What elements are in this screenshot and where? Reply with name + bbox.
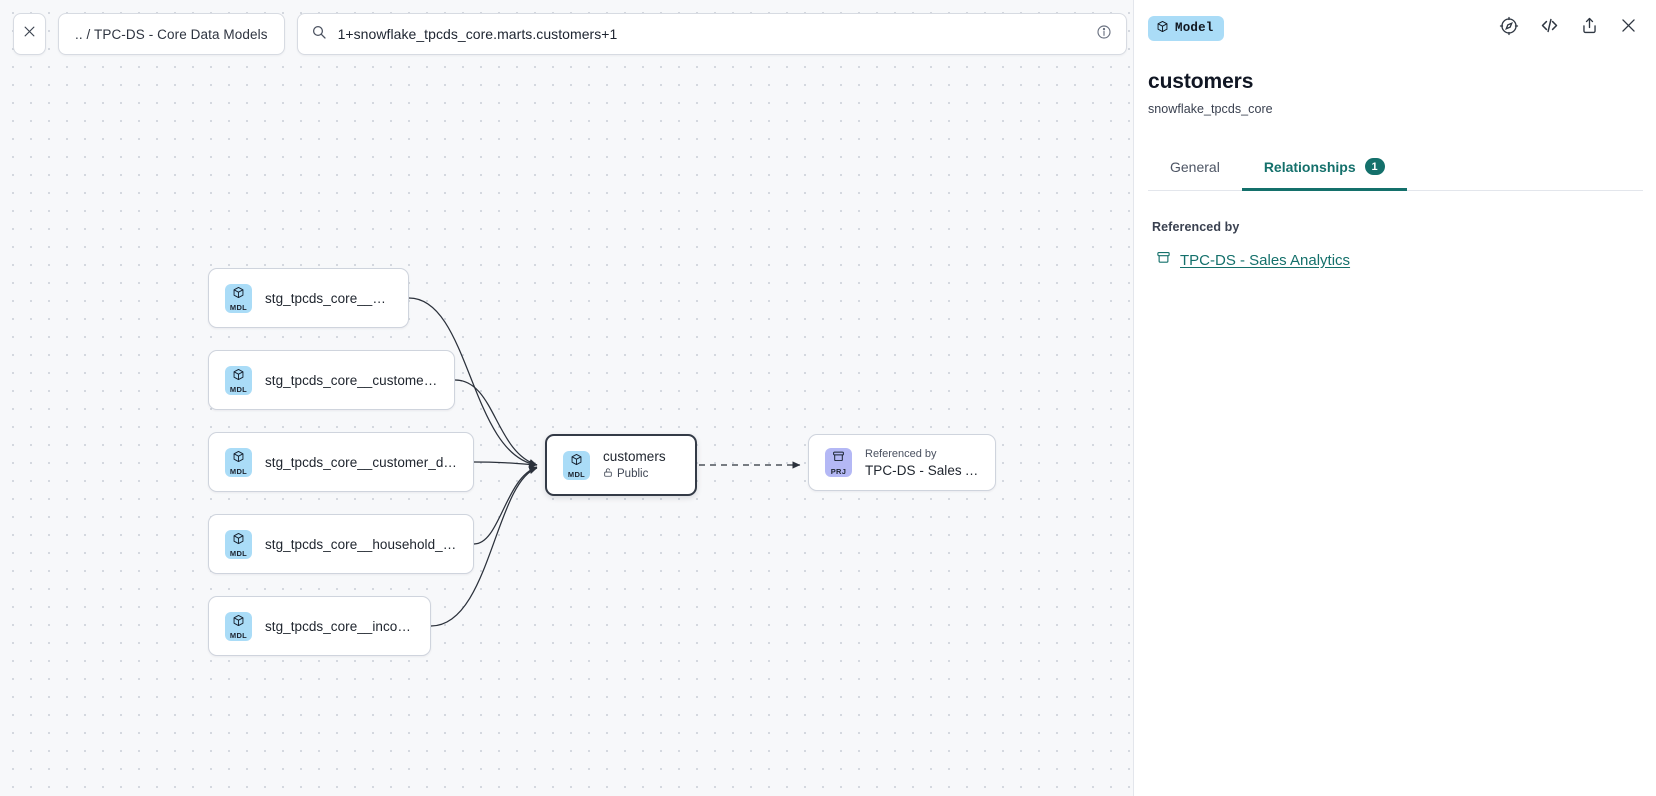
model-badge-label: MDL — [567, 469, 586, 479]
code-icon[interactable] — [1539, 15, 1560, 41]
model-badge-label: MDL — [229, 384, 248, 394]
node-kicker: Referenced by — [865, 447, 937, 460]
edge-n1-center — [408, 297, 538, 468]
explore-icon[interactable] — [1499, 16, 1519, 41]
project-icon — [1156, 250, 1171, 270]
lineage-edges — [408, 297, 801, 627]
node-label: TPC-DS - Sales Analytics — [865, 462, 979, 478]
project-badge-label: PRJ — [830, 467, 847, 476]
page-title: customers — [1148, 70, 1254, 93]
graph-node-model[interactable]: MDL stg_tpcds_core__customer_address — [208, 350, 455, 410]
cube-icon — [232, 532, 245, 550]
share-icon[interactable] — [1580, 16, 1599, 40]
search-icon — [311, 24, 327, 45]
model-badge: MDL — [225, 447, 252, 477]
entity-type-label: Model — [1175, 21, 1214, 35]
lock-icon — [603, 467, 613, 481]
graph-node-model[interactable]: MDL stg_tpcds_core__customer — [208, 268, 409, 328]
breadcrumb[interactable]: .. / TPC-DS - Core Data Models — [58, 13, 285, 55]
close-icon — [22, 24, 37, 44]
cube-icon — [232, 286, 245, 304]
project-badge: PRJ — [825, 448, 852, 477]
edge-n3-center — [473, 460, 538, 469]
entity-type-chip: Model — [1148, 15, 1224, 41]
breadcrumb-label: .. / TPC-DS - Core Data Models — [75, 26, 268, 42]
project-icon — [832, 450, 845, 468]
model-badge: MDL — [225, 529, 252, 559]
graph-node-model[interactable]: MDL stg_tpcds_core__income_band — [208, 596, 431, 656]
details-panel-header: Model — [1134, 0, 1656, 56]
node-label: customers — [603, 449, 666, 464]
node-label: stg_tpcds_core__customer_demogra… — [265, 454, 457, 470]
node-label: stg_tpcds_core__customer_address — [265, 372, 438, 388]
info-circle-icon[interactable] — [1096, 24, 1112, 45]
tab-general-label: General — [1170, 159, 1220, 175]
edge-n4-center — [473, 465, 538, 545]
model-badge-label: MDL — [229, 466, 248, 476]
edge-n5-center — [430, 466, 538, 627]
node-visibility: Public — [603, 467, 666, 481]
model-badge-label: MDL — [229, 548, 248, 558]
tab-relationships[interactable]: Relationships 1 — [1241, 148, 1407, 191]
close-lineage-button[interactable] — [13, 13, 46, 55]
details-panel: Model — [1133, 0, 1656, 796]
page-subtitle: snowflake_tpcds_core — [1148, 102, 1273, 116]
section-title: Referenced by — [1152, 220, 1240, 234]
node-label: stg_tpcds_core__household_demogr… — [265, 536, 457, 552]
referenced-by-item[interactable]: TPC-DS - Sales Analytics — [1134, 234, 1656, 270]
cube-icon — [1156, 20, 1169, 37]
node-visibility-label: Public — [617, 468, 649, 480]
referenced-by-link[interactable]: TPC-DS - Sales Analytics — [1180, 251, 1351, 269]
lineage-toolbar: .. / TPC-DS - Core Data Models — [0, 0, 1181, 55]
cube-icon — [570, 453, 583, 471]
model-badge: MDL — [225, 611, 252, 641]
panel-actions — [1499, 15, 1638, 41]
model-badge-label: MDL — [229, 302, 248, 312]
graph-node-project[interactable]: PRJ Referenced by TPC-DS - Sales Analyti… — [808, 434, 996, 491]
tab-relationships-label: Relationships — [1263, 158, 1356, 175]
tab-general[interactable]: General — [1148, 149, 1242, 191]
cube-icon — [232, 368, 245, 386]
close-icon[interactable] — [1619, 16, 1638, 40]
cube-icon — [232, 614, 245, 632]
model-badge-label: MDL — [229, 630, 248, 640]
model-badge: MDL — [563, 450, 590, 480]
node-label: stg_tpcds_core__customer — [265, 290, 392, 306]
cube-icon — [232, 450, 245, 468]
model-badge: MDL — [225, 283, 252, 313]
graph-node-model[interactable]: MDL stg_tpcds_core__customer_demogra… — [208, 432, 474, 492]
model-badge: MDL — [225, 365, 252, 395]
node-label: stg_tpcds_core__income_band — [265, 618, 414, 634]
panel-tabs: General Relationships 1 — [1148, 148, 1643, 191]
lineage-search-bar[interactable] — [296, 13, 1127, 55]
edge-n2-center — [454, 379, 538, 467]
graph-node-model[interactable]: MDL stg_tpcds_core__household_demogr… — [208, 514, 474, 574]
tab-relationships-count: 1 — [1364, 158, 1385, 175]
graph-node-selected-customers[interactable]: MDL customers Public — [545, 434, 697, 496]
search-input[interactable] — [337, 26, 1085, 42]
lineage-canvas[interactable]: MDL stg_tpcds_core__customer MDL stg_tpc… — [0, 0, 1133, 796]
